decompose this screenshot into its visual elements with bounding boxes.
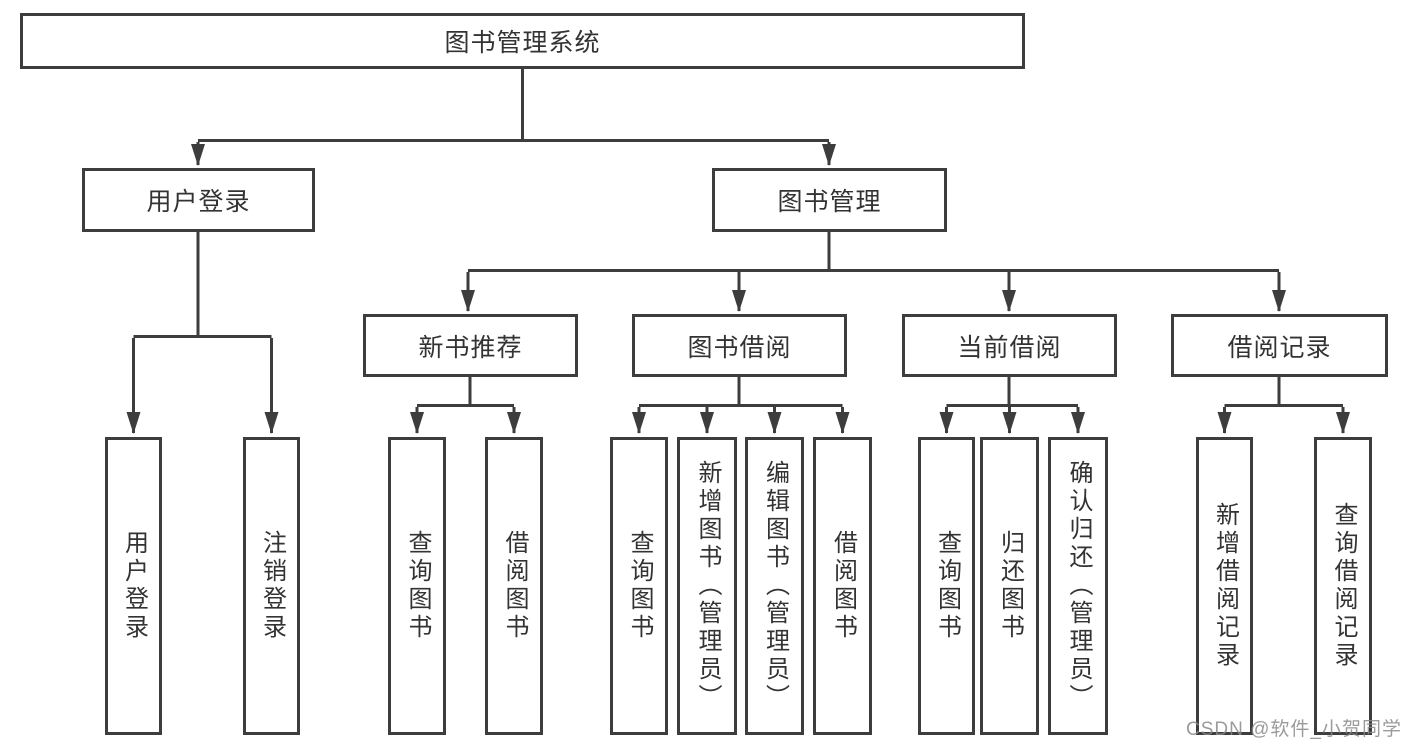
node-new-book-recommend: 新书推荐 — [363, 314, 578, 377]
leaf-add-borrow-record-label: 新增借阅记录 — [1211, 502, 1239, 670]
leaf-current-query-book: 查询图书 — [918, 437, 975, 735]
leaf-user-login: 用户登录 — [105, 437, 162, 735]
leaf-newbook-borrow-book: 借阅图书 — [485, 437, 543, 735]
node-current-borrow: 当前借阅 — [902, 314, 1117, 377]
node-book-borrow: 图书借阅 — [632, 314, 847, 377]
node-book-borrow-label: 图书借阅 — [687, 333, 792, 362]
leaf-logout-login-label: 注销登录 — [258, 530, 286, 642]
node-new-book-recommend-label: 新书推荐 — [418, 333, 523, 362]
node-root-label: 图书管理系统 — [444, 29, 601, 57]
leaf-current-query-book-label: 查询图书 — [933, 530, 961, 642]
node-root: 图书管理系统 — [20, 13, 1025, 69]
leaf-add-borrow-record: 新增借阅记录 — [1196, 437, 1253, 735]
connector-borrow-record-to-leaves — [1217, 377, 1350, 434]
leaf-borrow-book-label: 借阅图书 — [829, 530, 857, 642]
leaf-user-login-label: 用户登录 — [120, 530, 148, 642]
leaf-newbook-query-book: 查询图书 — [388, 437, 446, 735]
leaf-borrow-book: 借阅图书 — [813, 437, 872, 735]
leaf-edit-book-admin: 编辑图书（管理员） — [745, 437, 804, 735]
leaf-newbook-borrow-book-label: 借阅图书 — [501, 530, 528, 642]
node-borrow-record-label: 借阅记录 — [1227, 333, 1332, 362]
leaf-query-borrow-record-label: 查询借阅记录 — [1330, 502, 1357, 670]
node-user-login: 用户登录 — [82, 168, 315, 232]
leaf-add-book-admin-label: 新增图书（管理员） — [694, 460, 721, 712]
node-borrow-record: 借阅记录 — [1171, 314, 1388, 377]
leaf-borrow-query-book-label: 查询图书 — [626, 530, 653, 642]
leaf-logout-login: 注销登录 — [243, 437, 300, 735]
node-book-management: 图书管理 — [712, 168, 947, 232]
leaf-edit-book-admin-label: 编辑图书（管理员） — [761, 460, 789, 712]
connector-root-to-level2 — [191, 69, 836, 166]
connector-book-management-to-level3 — [461, 232, 1286, 312]
csdn-watermark: CSDN @软件_小贺同学 — [1186, 719, 1402, 740]
leaf-confirm-return-admin-label: 确认归还（管理员） — [1065, 460, 1092, 712]
leaf-borrow-query-book: 查询图书 — [610, 437, 668, 735]
leaf-return-book: 归还图书 — [980, 437, 1039, 735]
connector-book-borrow-to-leaves — [632, 377, 850, 434]
node-current-borrow-label: 当前借阅 — [957, 333, 1062, 362]
leaf-add-book-admin: 新增图书（管理员） — [677, 437, 737, 735]
leaf-query-borrow-record: 查询借阅记录 — [1314, 437, 1372, 735]
leaf-confirm-return-admin: 确认归还（管理员） — [1048, 437, 1108, 735]
leaf-return-book-label: 归还图书 — [996, 530, 1024, 642]
connector-user-login-to-leaves — [126, 232, 279, 434]
node-user-login-label: 用户登录 — [146, 188, 251, 216]
connector-current-borrow-to-leaves — [939, 377, 1085, 434]
node-book-management-label: 图书管理 — [777, 188, 882, 216]
leaf-newbook-query-book-label: 查询图书 — [404, 530, 431, 642]
connector-new-book-to-leaves — [410, 377, 521, 434]
